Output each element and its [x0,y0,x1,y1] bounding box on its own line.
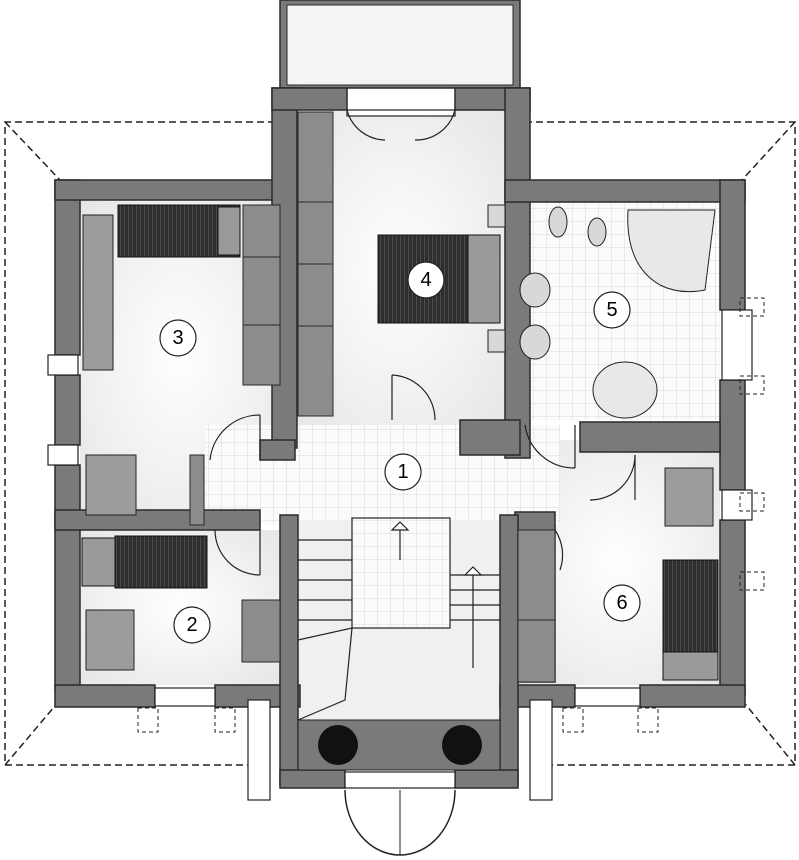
entry-bay [247,699,553,856]
balcony-top [279,0,521,89]
room-label-2: 2 [173,606,211,644]
room-label-4: 4 [407,261,445,299]
room-label-5: 5 [593,291,631,329]
beds [81,204,719,681]
room-number-3: 3 [172,327,183,349]
doors [209,109,636,576]
windows [47,109,753,789]
room-number-6: 6 [616,592,627,614]
roof-outline [4,121,796,766]
room-label-3: 3 [159,319,197,357]
bathroom-fixtures [487,204,716,419]
room-number-4: 4 [420,269,431,291]
room-number-2: 2 [186,614,197,636]
room-labels: 1 2 3 4 5 6 [159,261,641,644]
room-label-6: 6 [603,584,641,622]
staircase [297,517,500,721]
room-label-1: 1 [384,453,422,491]
desks [82,214,714,671]
planters [297,719,501,771]
wardrobes [189,111,556,683]
window-sills [137,297,765,733]
room-number-1: 1 [397,461,408,483]
room-number-5: 5 [606,299,617,321]
